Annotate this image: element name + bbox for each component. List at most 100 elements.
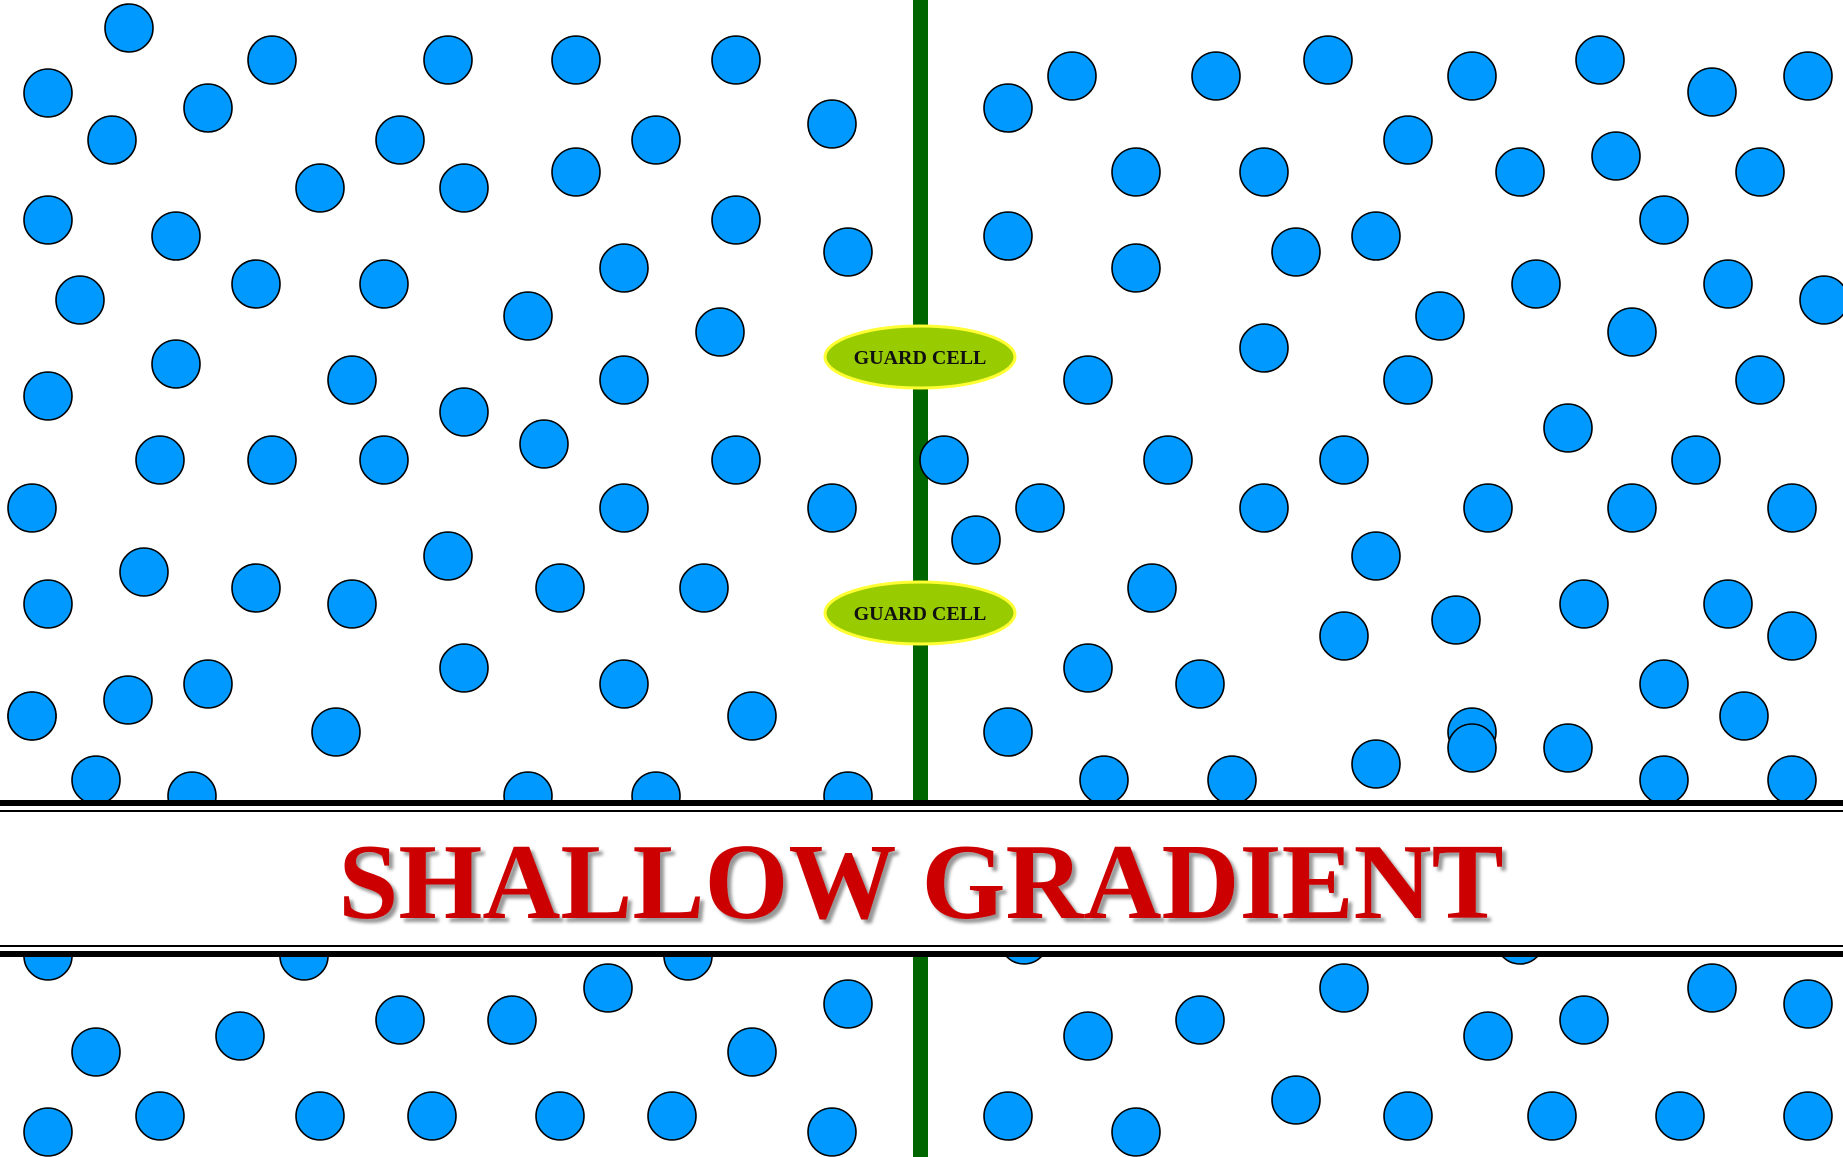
water-molecule [375, 115, 425, 165]
water-molecule [727, 691, 777, 741]
water-molecule [807, 483, 857, 533]
water-molecule [103, 675, 153, 725]
water-molecule [247, 35, 297, 85]
water-molecule [183, 659, 233, 709]
water-molecule [631, 115, 681, 165]
title-banner-panel [0, 800, 1843, 957]
water-molecule [1239, 483, 1289, 533]
water-molecule [1415, 291, 1465, 341]
water-molecule [104, 3, 154, 53]
water-molecule [1319, 963, 1369, 1013]
water-molecule [823, 227, 873, 277]
water-molecule [599, 243, 649, 293]
cell-membrane [913, 0, 928, 1157]
water-molecule [983, 707, 1033, 757]
guard-cell-upper: GUARD CELL [823, 324, 1017, 390]
water-molecule [1015, 483, 1065, 533]
water-molecule [1063, 643, 1113, 693]
water-molecule [535, 563, 585, 613]
title-banner: SHALLOW GRADIENT [0, 800, 1843, 957]
water-molecule [407, 1091, 457, 1141]
water-molecule [1639, 755, 1689, 805]
water-molecule [135, 1091, 185, 1141]
guard-cell-lower-label: GUARD CELL [854, 603, 987, 625]
water-molecule [119, 547, 169, 597]
water-molecule [1607, 307, 1657, 357]
water-molecule [1543, 403, 1593, 453]
guard-cell-upper-label: GUARD CELL [854, 347, 987, 369]
water-molecule [647, 1091, 697, 1141]
title-banner-top-border-thin [0, 810, 1843, 812]
water-molecule [295, 163, 345, 213]
water-molecule [1143, 435, 1193, 485]
water-molecule [23, 1107, 73, 1157]
water-molecule [711, 435, 761, 485]
water-molecule [1767, 611, 1817, 661]
water-molecule [1175, 995, 1225, 1045]
water-molecule [519, 419, 569, 469]
water-molecule [439, 163, 489, 213]
water-molecule [87, 115, 137, 165]
water-molecule [1127, 563, 1177, 613]
guard-cell-lower-shape [823, 580, 1017, 646]
water-molecule [23, 68, 73, 118]
water-molecule [1271, 1075, 1321, 1125]
water-molecule [1063, 1011, 1113, 1061]
title-banner-bottom-border-thin [0, 945, 1843, 947]
water-molecule [551, 35, 601, 85]
water-molecule [423, 531, 473, 581]
title-banner-bottom-border-thick [0, 951, 1843, 957]
water-molecule [1607, 483, 1657, 533]
water-molecule [1047, 51, 1097, 101]
water-molecule [711, 35, 761, 85]
water-molecule [1447, 723, 1497, 773]
guard-cell-lower: GUARD CELL [823, 580, 1017, 646]
water-molecule [1543, 723, 1593, 773]
title-banner-top-border-thick [0, 800, 1843, 806]
water-molecule [1767, 755, 1817, 805]
water-molecule [1239, 323, 1289, 373]
water-molecule [1463, 1011, 1513, 1061]
water-molecule [1383, 1091, 1433, 1141]
water-molecule [1191, 51, 1241, 101]
water-molecule [183, 83, 233, 133]
water-molecule [487, 995, 537, 1045]
water-molecule [439, 387, 489, 437]
water-molecule [151, 211, 201, 261]
water-molecule [7, 483, 57, 533]
water-molecule [359, 435, 409, 485]
water-molecule [1303, 35, 1353, 85]
water-molecule [1207, 755, 1257, 805]
water-molecule [327, 579, 377, 629]
water-molecule [1655, 1091, 1705, 1141]
water-molecule [71, 755, 121, 805]
water-molecule [1687, 67, 1737, 117]
water-molecule [599, 355, 649, 405]
water-molecule [375, 995, 425, 1045]
water-molecule [1319, 611, 1369, 661]
water-molecule [727, 1027, 777, 1077]
water-molecule [1495, 147, 1545, 197]
water-molecule [919, 435, 969, 485]
water-molecule [551, 147, 601, 197]
water-molecule [1175, 659, 1225, 709]
water-molecule [1559, 995, 1609, 1045]
water-molecule [599, 483, 649, 533]
water-molecule [151, 339, 201, 389]
water-molecule [1463, 483, 1513, 533]
water-molecule [1575, 35, 1625, 85]
water-molecule [983, 1091, 1033, 1141]
water-molecule [1383, 355, 1433, 405]
water-molecule [695, 307, 745, 357]
water-molecule [1239, 147, 1289, 197]
water-molecule [1351, 211, 1401, 261]
water-molecule [1527, 1091, 1577, 1141]
water-molecule [231, 563, 281, 613]
water-molecule [679, 563, 729, 613]
water-molecule [7, 691, 57, 741]
water-molecule [23, 371, 73, 421]
water-molecule [1063, 355, 1113, 405]
water-molecule [1783, 51, 1833, 101]
